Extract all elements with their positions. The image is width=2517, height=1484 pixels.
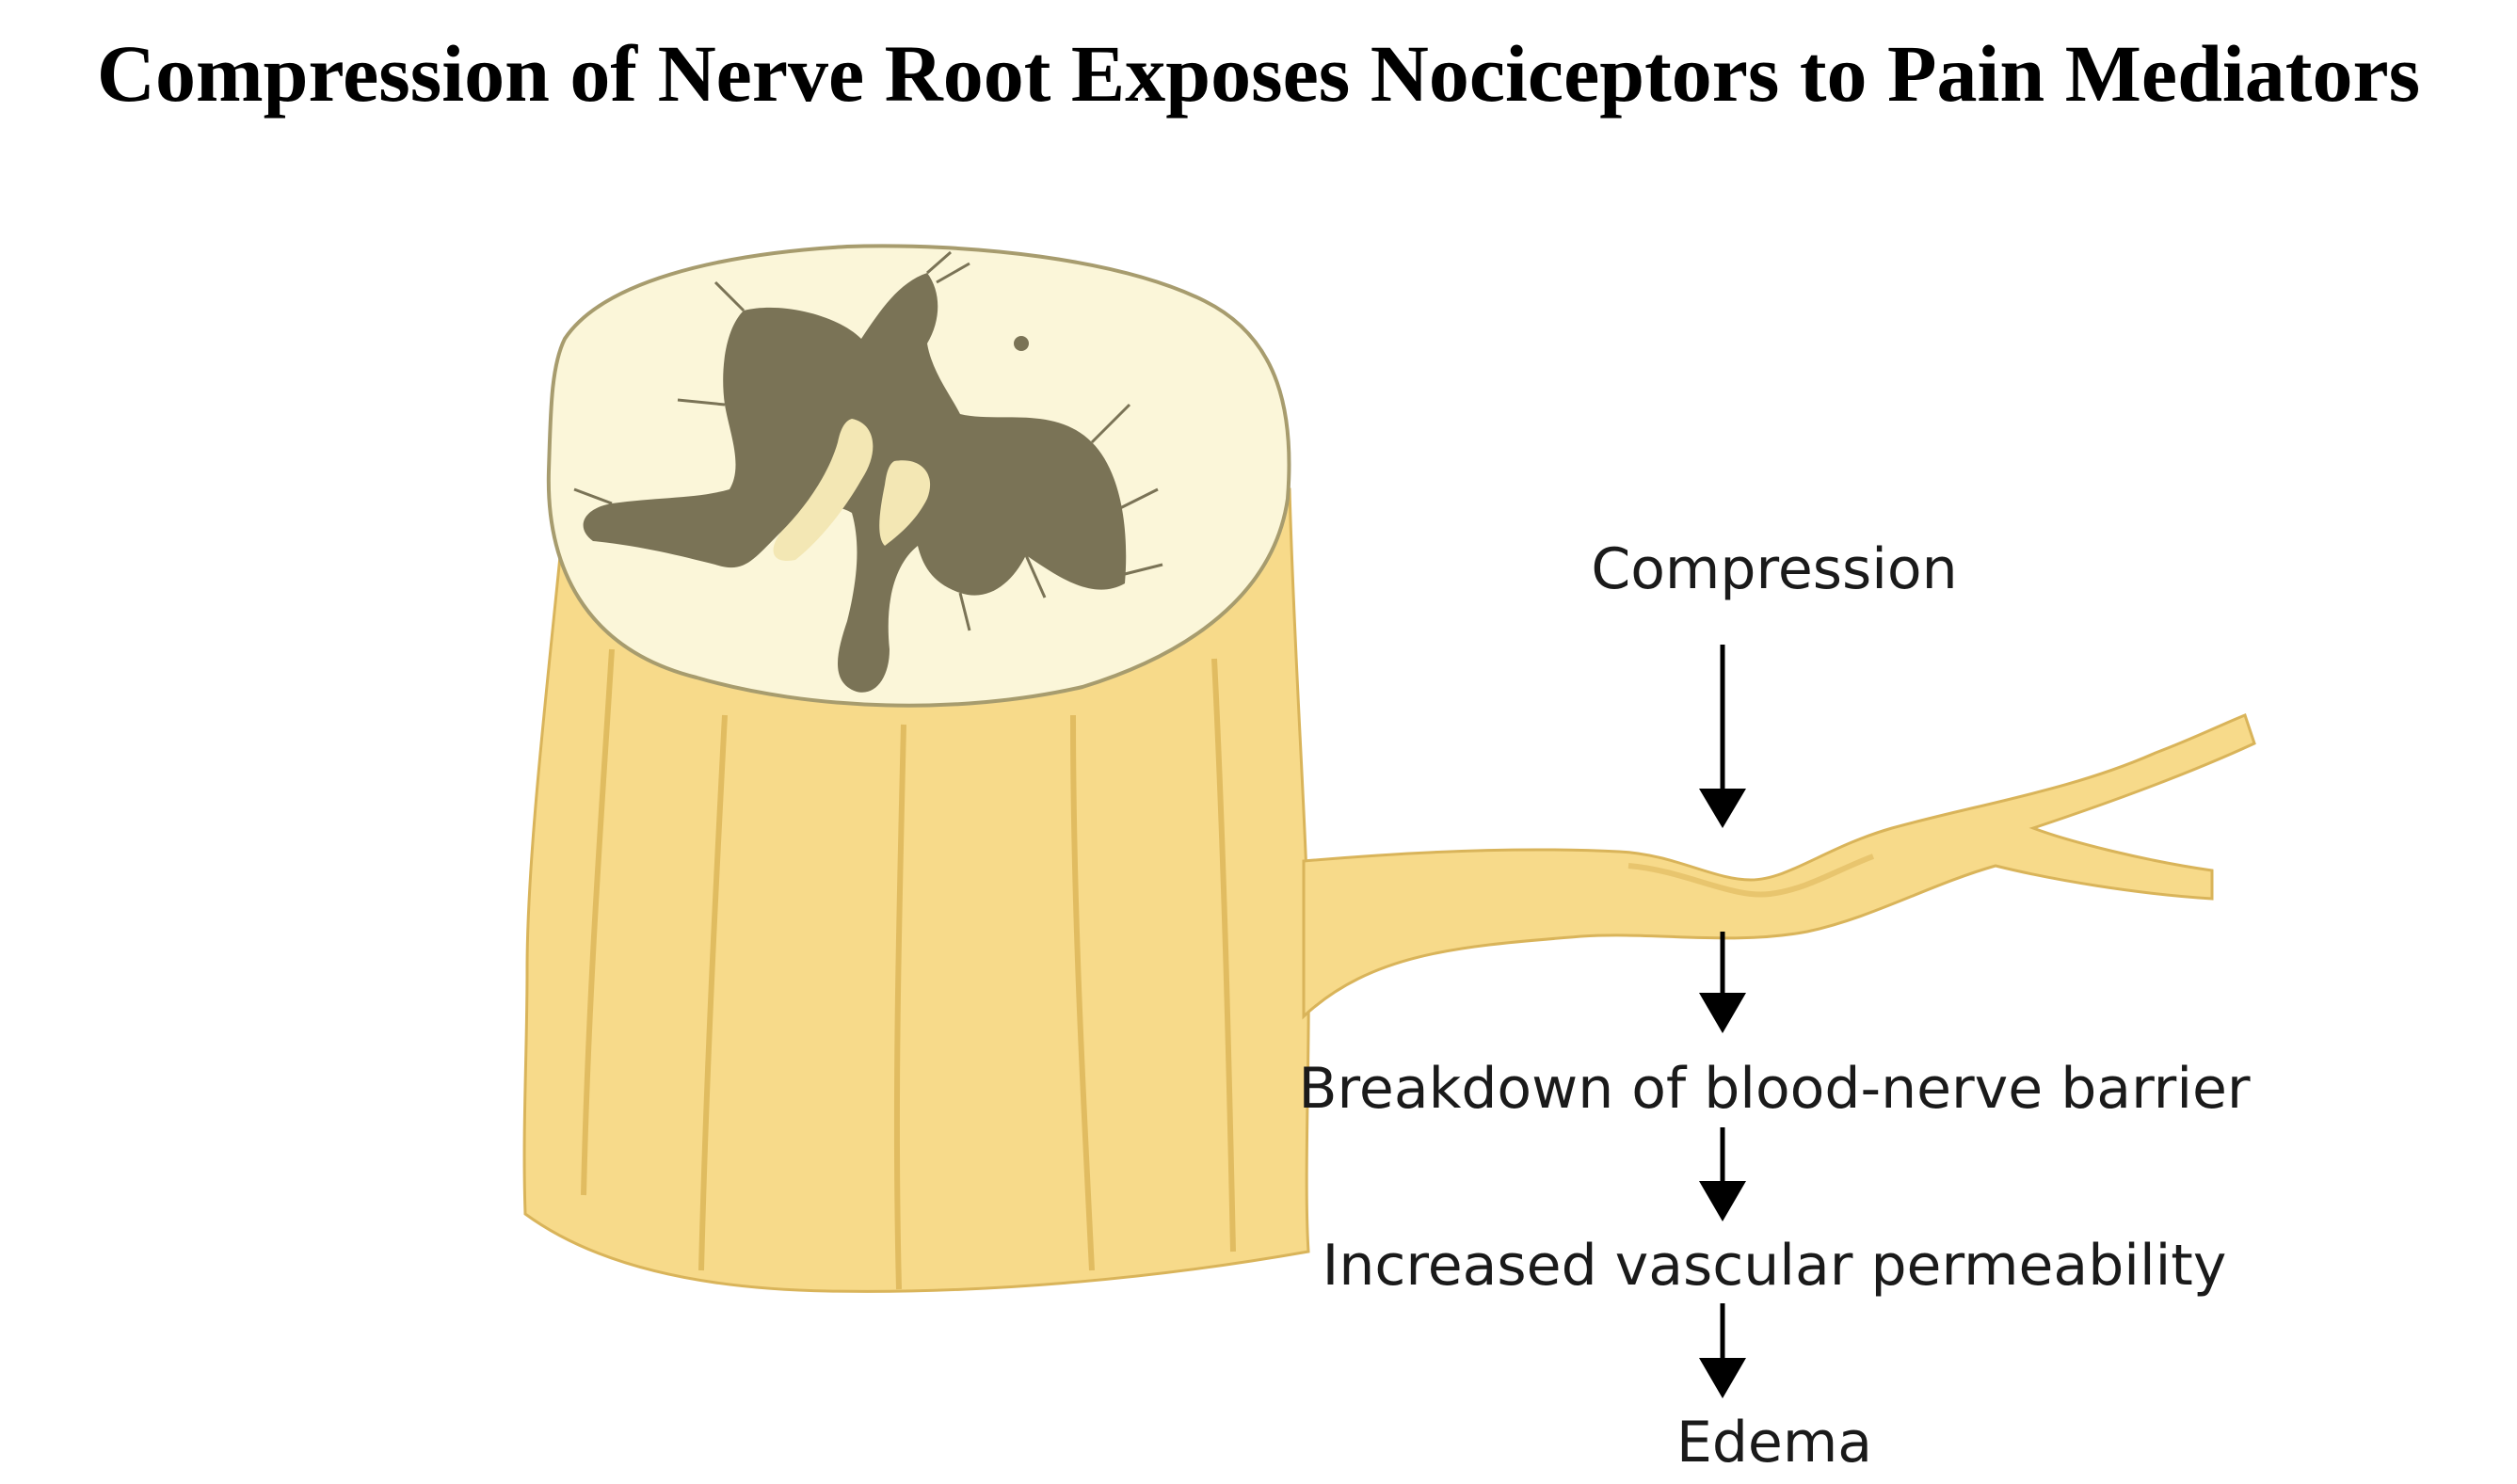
- flow-step-compression: Compression: [1591, 536, 1957, 602]
- flow-step-edema: Edema: [1676, 1410, 1872, 1476]
- spinal-cord-illustration: [522, 244, 1310, 1293]
- flow-arrow-3: [1699, 1127, 1746, 1221]
- nerve-root-shading: [1627, 854, 1875, 898]
- page-title: Compression of Nerve Root Exposes Nocice…: [96, 28, 2421, 119]
- nerve-root: [1302, 713, 2256, 1020]
- flow-arrow-1: [1699, 645, 1746, 828]
- flow-step-breakdown: Breakdown of blood-nerve barrier: [1298, 1056, 2251, 1122]
- flow-step-permeability: Increased vascular permeability: [1323, 1233, 2227, 1299]
- flow-arrow-4: [1699, 1303, 1746, 1398]
- gray-matter-rootlets: [573, 250, 1163, 631]
- central-canal: [1014, 336, 1029, 351]
- cord-furrows: [581, 648, 1236, 1290]
- ventral-columns: [773, 419, 931, 561]
- flow-arrow-2: [1699, 932, 1746, 1033]
